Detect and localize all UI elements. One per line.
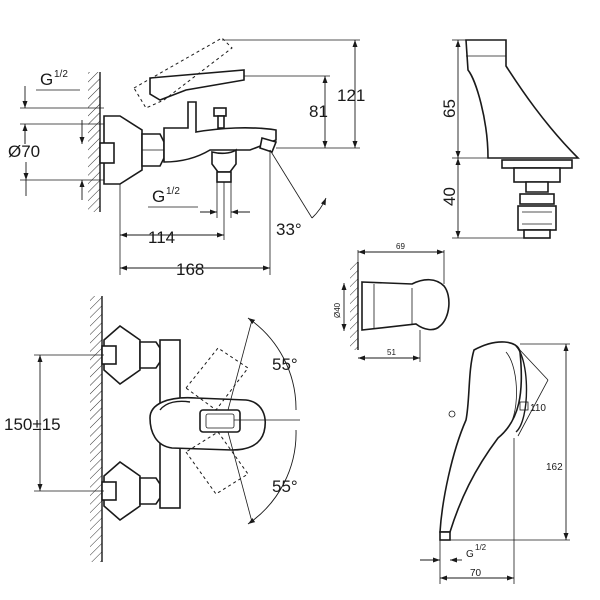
- lever-side: [149, 69, 245, 101]
- hand-shower-thread-label: G: [466, 549, 474, 560]
- lever-ghost-top: [185, 347, 249, 411]
- connector-top-front: [101, 345, 117, 365]
- outlet-thread-side: [216, 171, 232, 183]
- connector-plate: [513, 167, 561, 183]
- dim-65-label: 65: [440, 99, 459, 118]
- mixer-body-side: [163, 101, 277, 163]
- hand-shower-width-label: 70: [470, 568, 482, 579]
- angle-33-label: 33°: [276, 220, 302, 239]
- diverter-stem: [217, 115, 225, 129]
- nut-bottom-front: [139, 477, 161, 505]
- spout-outlet: [259, 136, 278, 153]
- wall-hatch-holder: [350, 262, 358, 350]
- wall-hatch-front: [90, 296, 102, 562]
- wall-holder-detail: 69 Ø40 51: [333, 242, 450, 362]
- mixer-front-view: 55° 55° 150±15: [4, 296, 300, 562]
- lever-ghost-side: [133, 37, 233, 109]
- hand-shower-thread-frac: 1/2: [475, 543, 487, 552]
- connector-cap: [465, 39, 580, 159]
- angle-ray-side: [269, 149, 313, 219]
- lever-front: [199, 409, 241, 433]
- wall-hatch-side: [88, 72, 100, 212]
- thread-top-frac: 1/2: [54, 69, 68, 80]
- wall-flange-side: [103, 115, 143, 185]
- dim-114-label: 114: [148, 228, 175, 247]
- bottom-outlet-side: [211, 148, 237, 173]
- diameter-label: Ø70: [8, 142, 40, 161]
- dim-40-label: 40: [440, 187, 459, 206]
- connector-flange: [501, 159, 573, 169]
- square-symbol-icon: [519, 401, 529, 411]
- thread-bottom-label: G: [152, 187, 165, 206]
- holder-dim-69: 69: [396, 242, 405, 251]
- hand-shower-detail: 162 110 G 1/2 70: [420, 341, 570, 584]
- angle-top-label: 55°: [272, 355, 298, 374]
- holder-dim-51: 51: [387, 348, 396, 357]
- hand-shower-thread: [439, 531, 451, 541]
- dim-121-label: 121: [337, 86, 365, 105]
- angle-arc-bottom: [247, 429, 297, 525]
- diverter-knob: [213, 107, 227, 117]
- nut-top-front: [139, 341, 161, 369]
- hand-shower-face: [515, 345, 528, 433]
- angle-bottom-label: 55°: [272, 477, 298, 496]
- mixer-side-view: 121 81 G 1/2 Ø70 G 1/2 33°: [8, 37, 365, 279]
- centers-label: 150±15: [4, 415, 61, 434]
- angle-arc-side: [311, 197, 327, 219]
- flange-top-front: [103, 324, 141, 386]
- connector-thread: [523, 229, 551, 239]
- connector-nut: [517, 205, 557, 231]
- angle-arc-top: [247, 317, 297, 411]
- thread-top-label: G: [40, 70, 53, 89]
- flange-bottom-front: [103, 460, 141, 522]
- hand-shower-handle: [439, 341, 523, 533]
- connector-side: [99, 142, 115, 164]
- holder-dim-40: Ø40: [333, 302, 342, 318]
- holder-body: [361, 278, 450, 331]
- connector-detail: 65 40: [440, 39, 580, 239]
- dim-168-label: 168: [176, 260, 204, 279]
- hand-shower-length-label: 162: [546, 462, 563, 473]
- connector-nut-top: [519, 193, 555, 205]
- hand-shower-head-label: 110: [530, 403, 546, 414]
- thread-bottom-frac: 1/2: [166, 186, 180, 197]
- connector-bottom-front: [101, 481, 117, 501]
- dim-81-label: 81: [309, 102, 328, 121]
